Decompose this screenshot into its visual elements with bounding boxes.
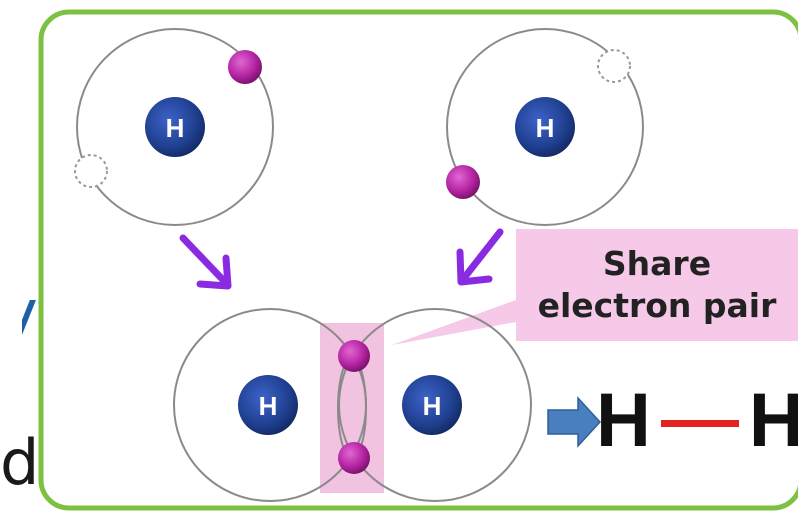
atom-symbol: H: [536, 113, 555, 143]
arrow-left: [179, 234, 232, 290]
arrow-right: [456, 228, 504, 286]
shared-electron: [338, 442, 370, 474]
orbit-ring: [76, 28, 274, 226]
atom-top-left: H: [74, 28, 274, 226]
cut-off-text-d: d: [0, 426, 40, 499]
shared-electron: [338, 340, 370, 372]
atom-symbol: H: [166, 113, 185, 143]
label-line-1: Share: [602, 244, 712, 283]
nucleus: [145, 97, 205, 157]
block-arrow-right: [547, 396, 602, 448]
label-pointer: [392, 300, 516, 345]
electron: [228, 50, 262, 84]
nucleus: [238, 375, 298, 435]
nucleus: [515, 97, 575, 157]
diagram-frame: [38, 9, 798, 511]
empty-electron-slot: [597, 49, 631, 83]
empty-electron-slot: [74, 154, 108, 188]
nucleus: [402, 375, 462, 435]
atom-symbol: H: [423, 391, 442, 421]
electron: [446, 165, 480, 199]
cut-off-text-y: y: [0, 277, 38, 351]
atom-symbol: H: [259, 391, 278, 421]
single-bond-line: [660, 419, 739, 427]
atom-top-right: H: [446, 28, 644, 226]
formula-right-atom: H: [748, 377, 798, 463]
orbit-ring: [446, 28, 644, 226]
share-electron-pair-label: Share electron pair: [516, 229, 798, 341]
h2-bond-formula: H H: [596, 378, 798, 463]
molecule-bonded: H H: [173, 308, 532, 502]
formula-left-atom: H: [596, 377, 651, 463]
label-line-2: electron pair: [537, 286, 777, 325]
